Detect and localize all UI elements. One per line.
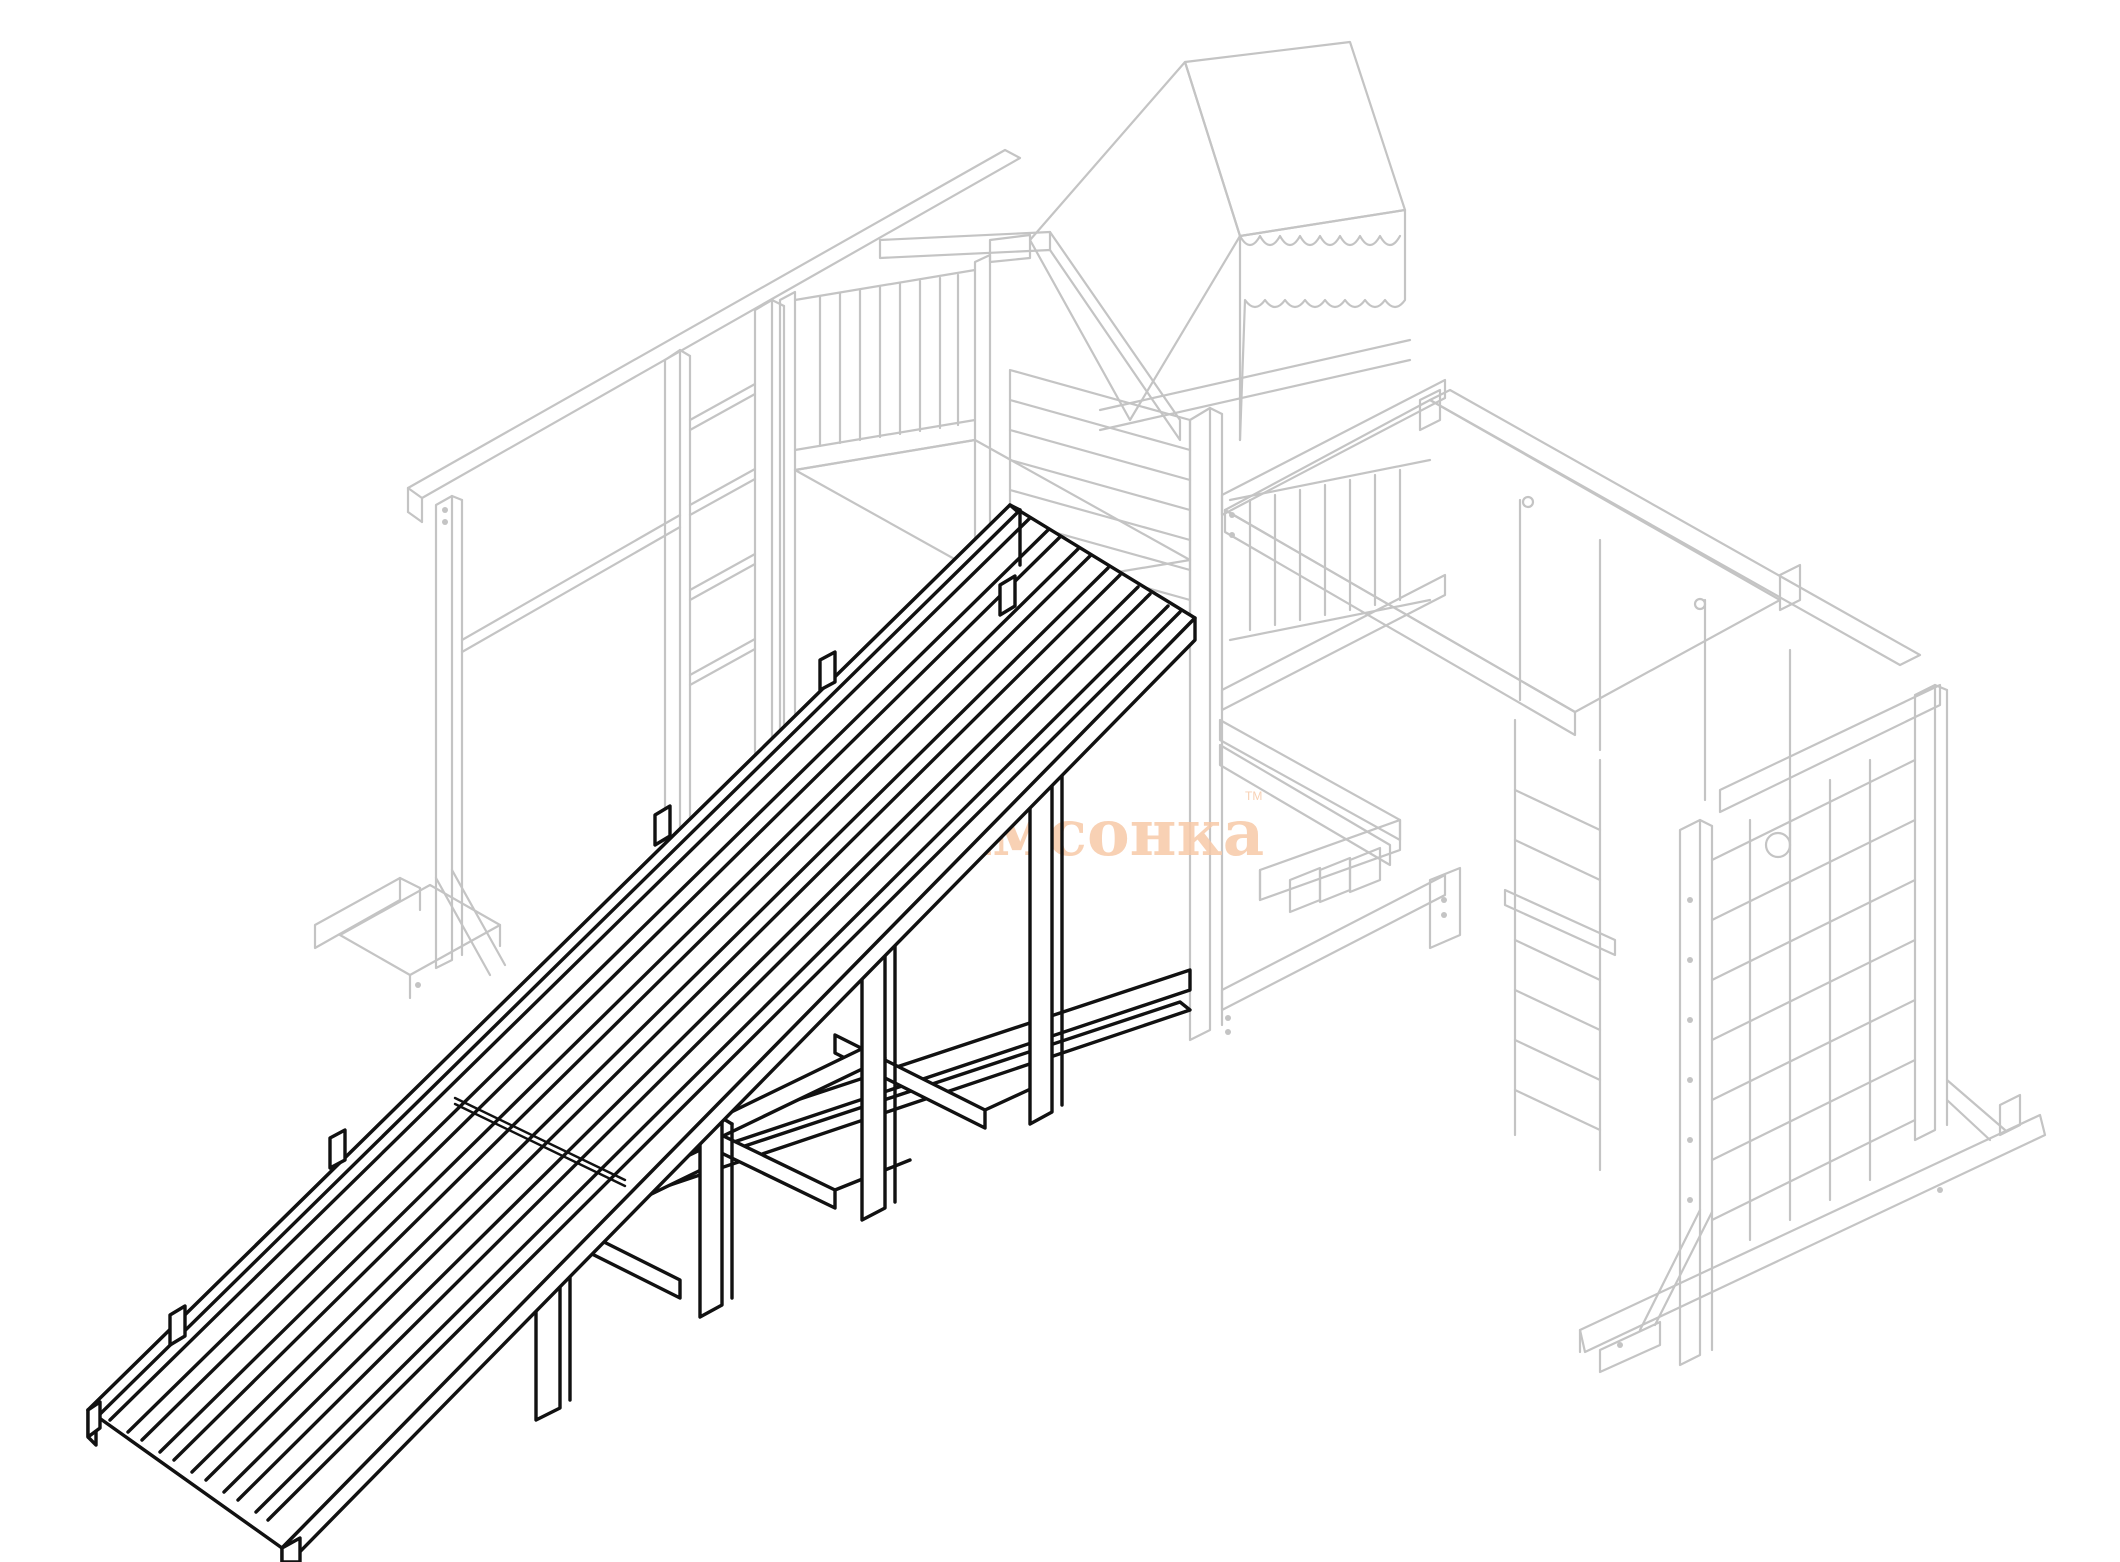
play-house (778, 40, 1462, 1042)
ramp-stop-blocks (168, 574, 1017, 1347)
swing-beam-frame (1223, 388, 2047, 1374)
ramp-deck (86, 503, 1197, 1562)
watermark-trademark: TM (1245, 789, 1262, 803)
slide-ramp (86, 503, 1197, 1562)
